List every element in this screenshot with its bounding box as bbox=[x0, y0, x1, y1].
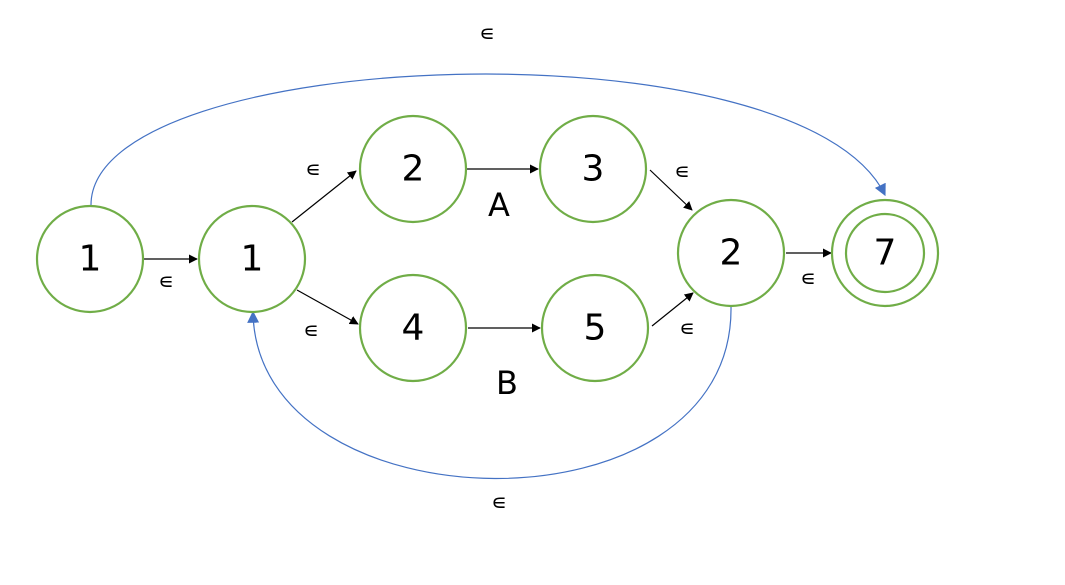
edges bbox=[90, 73, 886, 479]
state-label: 2 bbox=[402, 149, 425, 190]
edge-label-2-to-7: ∊ bbox=[800, 267, 816, 292]
edge-label-2-to-1-loop: ∊ bbox=[491, 491, 507, 516]
state-node-2-upper: 2 bbox=[358, 114, 468, 224]
edge-label-2-to-3: A bbox=[488, 186, 510, 224]
edge-label-1-to-7-bypass: ∊ bbox=[479, 22, 495, 47]
edge-2-to-1-loop bbox=[247, 305, 732, 479]
state-node-1: 1 bbox=[197, 204, 307, 314]
edge-5-to-2 bbox=[651, 292, 694, 327]
edge-3-to-2 bbox=[649, 169, 693, 211]
state-label: 1 bbox=[79, 239, 102, 280]
nodes: 1 1 2 3 4 5 2 7 bbox=[35, 114, 940, 383]
edge-1-to-2 bbox=[291, 170, 357, 223]
state-label: 2 bbox=[720, 233, 743, 274]
edge-1-to-4 bbox=[296, 289, 359, 325]
edge-label-4-to-5: B bbox=[496, 364, 518, 402]
state-label: 1 bbox=[241, 239, 264, 280]
state-node-4: 4 bbox=[358, 273, 468, 383]
accepting-inner-ring bbox=[844, 212, 926, 294]
edge-label-1-to-2: ∊ bbox=[305, 158, 321, 183]
edge-label-1-to-1: ∊ bbox=[158, 270, 174, 295]
state-label: 4 bbox=[402, 308, 425, 349]
edge-label-5-to-2: ∊ bbox=[679, 317, 695, 342]
state-label: 7 bbox=[874, 233, 897, 274]
edge-1-to-7-bypass bbox=[90, 73, 886, 206]
state-node-7-accepting: 7 bbox=[830, 198, 940, 308]
state-label: 3 bbox=[582, 149, 605, 190]
edge-label-3-to-2: ∊ bbox=[674, 160, 690, 185]
state-node-1-start: 1 bbox=[35, 204, 145, 314]
state-label: 5 bbox=[584, 308, 607, 349]
edge-label-1-to-4: ∊ bbox=[303, 319, 319, 344]
state-node-5: 5 bbox=[540, 273, 650, 383]
edge-labels: ∊ ∊ ∊ A B ∊ ∊ ∊ ∊ ∊ bbox=[158, 22, 816, 516]
state-node-3: 3 bbox=[538, 114, 648, 224]
state-node-2-merge: 2 bbox=[676, 198, 786, 308]
